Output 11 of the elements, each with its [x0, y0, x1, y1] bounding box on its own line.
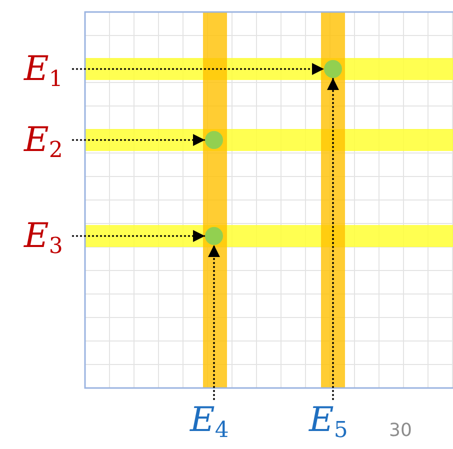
arrow: [72, 230, 205, 242]
arrow: [327, 78, 339, 400]
arrow: [72, 63, 324, 75]
arrow: [72, 134, 205, 146]
arrow: [208, 245, 220, 400]
variable-label: E$_{5}$: [309, 400, 365, 440]
variable-label: E$_{3}$: [24, 216, 72, 256]
variable-label: E$_{1}$: [24, 49, 72, 89]
variable-label: E$_{4}$: [190, 400, 246, 440]
page-number: 30: [389, 420, 412, 441]
variable-label: E$_{2}$: [24, 120, 72, 160]
